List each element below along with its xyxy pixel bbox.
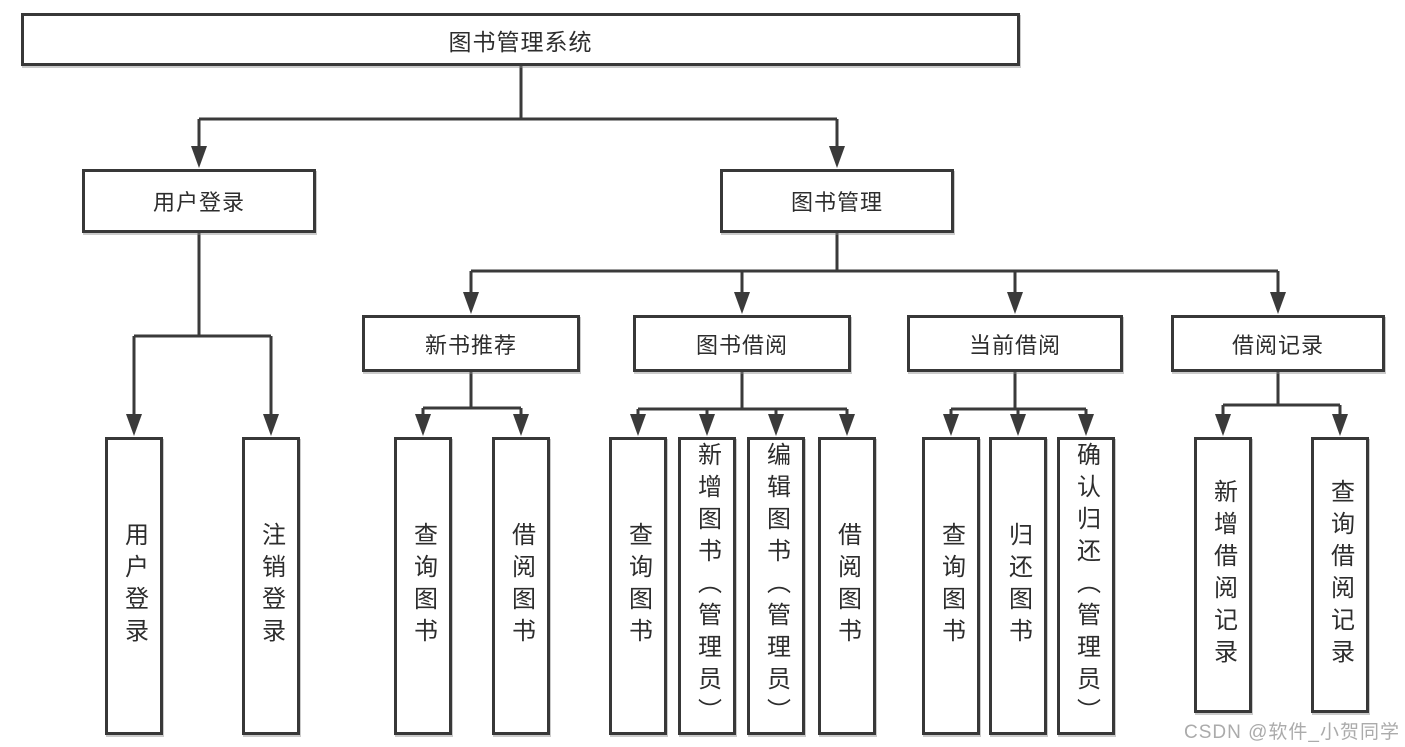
- node-label: 新增图书（管理员）: [693, 442, 721, 730]
- node-label: 编辑图书（管理员）: [762, 442, 790, 730]
- arrow-down-icon: [768, 414, 784, 436]
- node-borrow-records: 借阅记录: [1171, 315, 1385, 372]
- node-label: 查询借阅记录: [1326, 479, 1354, 671]
- node-label: 借阅图书: [507, 522, 535, 650]
- node-book-management: 图书管理: [720, 169, 954, 233]
- arrow-down-icon: [126, 414, 142, 436]
- node-label: 注销登录: [257, 522, 285, 650]
- arrow-down-icon: [1332, 414, 1348, 436]
- node-query-books-3: 查询图书: [922, 437, 980, 735]
- arrow-down-icon: [1078, 414, 1094, 436]
- node-edit-book-admin: 编辑图书（管理员）: [747, 437, 805, 735]
- node-logout: 注销登录: [242, 437, 300, 735]
- arrow-down-icon: [829, 146, 845, 168]
- node-label: 查询图书: [624, 522, 652, 650]
- node-new-book-recommend: 新书推荐: [362, 315, 580, 372]
- node-add-book-admin: 新增图书（管理员）: [678, 437, 736, 735]
- arrow-down-icon: [1007, 292, 1023, 314]
- node-query-borrow-record: 查询借阅记录: [1311, 437, 1369, 713]
- node-label: 当前借阅: [968, 332, 1061, 358]
- arrow-down-icon: [463, 292, 479, 314]
- node-borrow-books-1: 借阅图书: [492, 437, 550, 735]
- node-label: 新书推荐: [424, 332, 517, 358]
- node-add-borrow-record: 新增借阅记录: [1194, 437, 1252, 713]
- watermark: CSDN @软件_小贺同学: [1184, 722, 1400, 743]
- node-label: 图书管理系统: [448, 28, 593, 55]
- arrow-down-icon: [263, 414, 279, 436]
- node-label: 借阅记录: [1231, 332, 1324, 358]
- arrow-down-icon: [839, 414, 855, 436]
- node-label: 确认归还（管理员）: [1072, 442, 1100, 730]
- arrow-down-icon: [630, 414, 646, 436]
- node-book-borrow: 图书借阅: [633, 315, 851, 372]
- arrow-down-icon: [699, 414, 715, 436]
- node-library-system: 图书管理系统: [21, 13, 1020, 66]
- arrow-down-icon: [513, 414, 529, 436]
- node-login: 用户登录: [105, 437, 163, 735]
- node-label: 图书管理: [790, 190, 883, 215]
- arrow-down-icon: [943, 414, 959, 436]
- node-label: 图书借阅: [695, 332, 788, 358]
- arrow-down-icon: [191, 146, 207, 168]
- node-label: 用户登录: [152, 190, 245, 215]
- arrow-down-icon: [1215, 414, 1231, 436]
- arrow-down-icon: [1270, 292, 1286, 314]
- node-confirm-return-admin: 确认归还（管理员）: [1057, 437, 1115, 735]
- node-query-books-1: 查询图书: [394, 437, 452, 735]
- node-label: 归还图书: [1004, 522, 1032, 650]
- arrow-down-icon: [415, 414, 431, 436]
- node-label: 用户登录: [120, 522, 148, 650]
- node-borrow-books-2: 借阅图书: [818, 437, 876, 735]
- node-label: 借阅图书: [833, 522, 861, 650]
- node-label: 查询图书: [937, 522, 965, 650]
- node-current-borrow: 当前借阅: [907, 315, 1123, 372]
- node-label: 查询图书: [409, 522, 437, 650]
- node-label: 新增借阅记录: [1209, 479, 1237, 671]
- node-query-books-2: 查询图书: [609, 437, 667, 735]
- node-user-login: 用户登录: [82, 169, 316, 233]
- arrow-down-icon: [734, 292, 750, 314]
- arrow-down-icon: [1010, 414, 1026, 436]
- node-return-book: 归还图书: [989, 437, 1047, 735]
